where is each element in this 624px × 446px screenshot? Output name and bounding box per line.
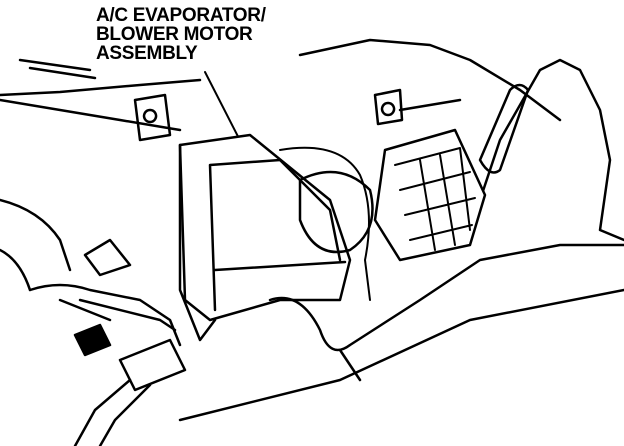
right-hand (268, 243, 624, 382)
housing-front-face (208, 158, 347, 312)
wire-harness (279, 146, 371, 301)
housing-side (178, 143, 217, 342)
grab-handle (478, 83, 530, 174)
right-mount-bracket (373, 88, 404, 126)
vent-grille (373, 128, 487, 262)
dash-upper-panel (0, 38, 562, 122)
left-hand (28, 283, 182, 347)
floor-line (178, 288, 624, 422)
cable-bundle (73, 378, 152, 446)
callout-line-1: A/C EVAPORATOR/ (96, 5, 266, 26)
left-mount-bracket (133, 93, 172, 142)
callout-line-3: ASSEMBLY (96, 43, 198, 64)
component-callout-label: A/C EVAPORATOR/ BLOWER MOTOR ASSEMBLY (96, 6, 266, 63)
evaporator-housing (178, 133, 352, 322)
dash-lower-edge (0, 98, 462, 132)
callout-line-2: BLOWER MOTOR (96, 24, 253, 45)
small-clip (73, 323, 112, 357)
vent-grille-cells (394, 147, 476, 251)
console-curve (0, 198, 72, 292)
a-pillar (468, 58, 624, 242)
pliers-tool (78, 238, 177, 332)
electrical-connector (118, 338, 187, 392)
